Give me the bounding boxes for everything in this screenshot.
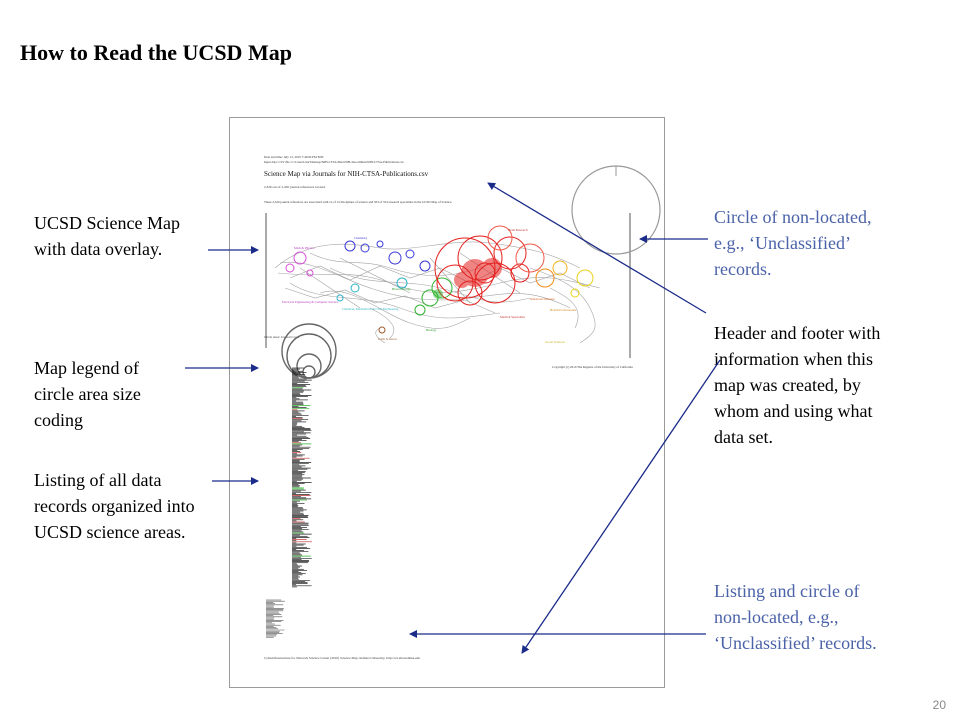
note-non-located-listing: Listing and circle of non-located, e.g.,…: [714, 578, 877, 656]
note-non-located-circle: Circle of non-located, e.g., ‘Unclassifi…: [714, 204, 871, 282]
note-line: records organized into: [34, 496, 195, 516]
note-line: non-located, e.g.,: [714, 607, 839, 627]
note-line: Listing of all data: [34, 470, 162, 490]
doc-header-line: Input data: CSV file: C:\Users\User\Desk…: [264, 160, 404, 164]
note-line: Listing and circle of: [714, 581, 860, 601]
note-legend: Map legend of circle area size coding: [34, 355, 141, 433]
map-legend-circles: [281, 323, 337, 379]
map-document-thumbnail: Date and time: July 13, 2010 7:40:00 PM …: [229, 117, 665, 688]
doc-stats-line: These 2,326 journal references are assoc…: [264, 200, 452, 205]
note-line: records.: [714, 259, 772, 279]
note-line: ‘Unclassified’ records.: [714, 633, 877, 653]
label-infectious-diseases: Infectious Diseases: [530, 297, 555, 301]
map-overlay-green-core: [433, 289, 443, 299]
doc-footer: Cyberinfrastructure for Network Science …: [264, 656, 420, 661]
label-biology: Biology: [426, 328, 437, 332]
note-line: e.g., ‘Unclassified’: [714, 233, 851, 253]
slide-title: How to Read the UCSD Map: [20, 40, 292, 65]
doc-legend-label: Circle Area: Journal Count: [264, 335, 300, 339]
label-chemistry: Chemistry: [354, 236, 368, 240]
note-line: whom and using what: [714, 401, 873, 421]
note-line: UCSD Science Map: [34, 213, 180, 233]
note-listing: Listing of all data records organized in…: [34, 467, 195, 545]
label-health-professionals: Health Professionals: [550, 308, 577, 312]
map-document-svg: Date and time: July 13, 2010 7:40:00 PM …: [264, 155, 661, 661]
note-line: Header and footer with: [714, 323, 881, 343]
note-line: UCSD science areas.: [34, 522, 186, 542]
label-chemical-mechanical: Chemical, Mechanical, & Civil Engineerin…: [342, 307, 399, 312]
non-located-listing: [266, 599, 285, 638]
map-overlay-circles: [285, 225, 594, 334]
label-brain-research: Brain Research: [508, 228, 528, 232]
note-line: map was created, by: [714, 375, 861, 395]
note-header-footer: Header and footer with information when …: [714, 320, 880, 450]
label-social-sciences: Social Sciences: [545, 340, 566, 344]
non-located-circle: [571, 165, 661, 255]
note-line: data set.: [714, 427, 773, 447]
note-line: information when this: [714, 349, 873, 369]
note-line: Map legend of: [34, 358, 139, 378]
doc-stats-line: 2,326 out of 2,456 journal references lo…: [264, 185, 326, 190]
page-number: 20: [932, 698, 946, 712]
note-science-map: UCSD Science Map with data overlay.: [34, 210, 180, 262]
label-biotechnology: Biotechnology: [392, 287, 411, 291]
label-medical-specialties: Medical Specialties: [500, 315, 526, 319]
note-line: coding: [34, 410, 83, 430]
doc-copyright: Copyright (c) 2010 The Regents of the Un…: [552, 365, 633, 369]
label-math-physics: Math & Physics: [294, 246, 315, 250]
note-line: circle area size: [34, 384, 141, 404]
note-line: Circle of non-located,: [714, 207, 872, 227]
label-electrical-engineering: Electrical Engineering & Computer Scienc…: [282, 300, 339, 304]
label-earth-sciences: Earth Sciences: [378, 337, 398, 341]
map-overlay-core: [454, 258, 502, 288]
records-listing: [292, 367, 312, 588]
doc-header-line: Date and time: July 13, 2010 7:40:00 PM …: [264, 155, 324, 160]
doc-map-title: Science Map via Journals for NIH-CTSA-Pu…: [264, 170, 429, 178]
note-line: with data overlay.: [34, 239, 163, 259]
